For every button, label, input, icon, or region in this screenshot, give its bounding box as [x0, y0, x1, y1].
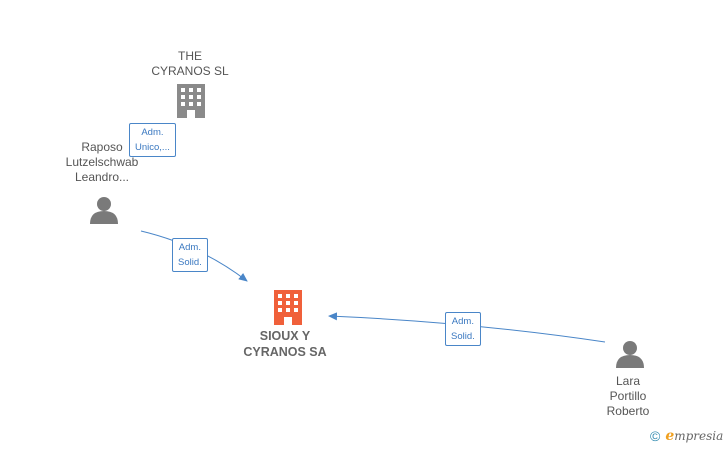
edge-label-line: Solid.	[178, 257, 202, 268]
edge-label-line: Solid.	[451, 331, 475, 342]
node-label-line: Roberto	[606, 404, 650, 418]
person-icon	[90, 197, 118, 224]
brand-logo: empresia	[665, 428, 724, 444]
node-label-line: CYRANOS SA	[243, 345, 327, 359]
empresia-watermark: © empresia	[650, 428, 723, 444]
node-label-line: Lara	[615, 374, 641, 388]
main-company-icon	[274, 290, 302, 325]
edge-label-line: Unico,...	[135, 142, 170, 153]
edge-label-line: Adm.	[178, 242, 201, 253]
node-label-line: CYRANOS SL	[151, 64, 229, 78]
edge-label-line: Adm.	[141, 127, 164, 138]
building-icon	[177, 84, 205, 118]
node-the-cyranos-sl[interactable]: THE CYRANOS SL	[140, 49, 240, 79]
edge-label-adm-unico[interactable]: Adm. Unico,...	[129, 123, 176, 157]
node-lara[interactable]: Lara Portillo Roberto	[590, 374, 666, 419]
node-sioux-y-cyranos-sa[interactable]: SIOUX Y CYRANOS SA	[230, 328, 340, 360]
node-label-line: Leandro...	[74, 170, 130, 184]
node-label-line: Raposo	[81, 140, 123, 154]
node-label-line: Lutzelschwab	[65, 155, 139, 169]
node-label-line: THE	[178, 49, 202, 63]
edge-label-adm-solid-lara[interactable]: Adm. Solid.	[445, 312, 481, 346]
edge-label-line: Adm.	[451, 316, 474, 327]
node-raposo[interactable]: Raposo Lutzelschwab Leandro...	[50, 140, 154, 185]
edge-label-adm-solid-raposo[interactable]: Adm. Solid.	[172, 238, 208, 272]
copyright-icon: ©	[650, 428, 661, 444]
node-label-line: SIOUX Y	[259, 329, 311, 343]
person-icon	[616, 341, 644, 368]
node-label-line: Portillo	[609, 389, 647, 403]
